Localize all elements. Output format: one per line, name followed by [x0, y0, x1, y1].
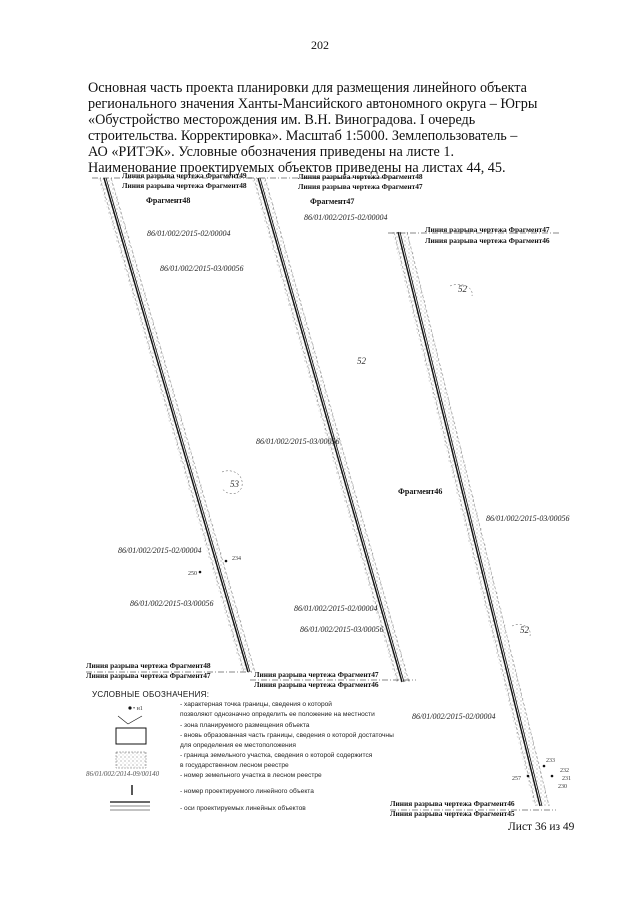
line-axis [257, 177, 403, 683]
parcel-number: 86/01/002/2015-03/00056 [160, 264, 244, 273]
legend-item: - зона планируемого размещения объекта [180, 722, 310, 729]
forest-boundary [110, 177, 256, 673]
forest-block-number: 52 [520, 625, 530, 635]
title-line: Наименование проектируемых объектов прив… [88, 160, 506, 176]
break-line-label: Линия разрыва чертежа Фрагмент46 [254, 680, 379, 689]
legend-item: позволяют однозначно определить ее полож… [180, 711, 375, 718]
legend-item: для определения ее местоположения [180, 742, 296, 749]
point-number: 232 [560, 768, 569, 774]
break-line-label: Линия разрыва чертежа Фрагмент47 [298, 182, 423, 191]
legend-forest-symbol [115, 751, 147, 769]
page-number: 202 [311, 38, 329, 52]
title-line: строительства. Корректировка». Масштаб 1… [88, 128, 518, 144]
legend-zone-symbol [115, 727, 147, 745]
forest-block-number: 52 [357, 356, 367, 366]
parcel-number: 86/01/002/2015-03/00056 [486, 514, 570, 523]
legend-item: - номер проектируемого линейного объекта [180, 788, 314, 795]
parcel-number: 86/01/002/2015-02/00004 [412, 712, 496, 721]
line-axis [105, 177, 251, 673]
fragment-label: Фрагмент46 [398, 487, 442, 496]
line-axis [103, 177, 249, 673]
legend-item: - граница земельного участка, сведения о… [180, 752, 373, 759]
break-line-label: Линия разрыва чертежа Фрагмент48 [86, 661, 211, 670]
legend-item: - вновь образованная часть границы, свед… [180, 732, 394, 739]
boundary-point [542, 764, 546, 768]
break-line-label: Линия разрыва чертежа Фрагмент45 [390, 809, 515, 818]
forest-block-boundary [221, 470, 243, 494]
boundary-point [550, 774, 554, 778]
forest-boundary [393, 231, 537, 807]
forest-boundary [264, 177, 410, 683]
break-line-label: Линия разрыва чертежа Фрагмент48 [298, 172, 423, 181]
parcel-number: 86/01/002/2015-03/00056 [256, 437, 340, 446]
point-number: 257 [512, 776, 521, 782]
point-number: 233 [546, 758, 555, 764]
parcel-number: 86/01/002/2015-03/00056 [130, 599, 214, 608]
boundary-point [198, 570, 202, 574]
break-line-label: Линия разрыва чертежа Фрагмент46 [425, 236, 550, 245]
line-axis [399, 231, 543, 807]
break-line-label: Линия разрыва чертежа Фрагмент47 [254, 670, 379, 679]
forest-boundary [406, 231, 550, 807]
legend-item: в государственном лесном реестре [180, 762, 289, 769]
point-number: 234 [232, 556, 241, 562]
title-line: регионального значения Ханты-Мансийского… [88, 96, 538, 112]
legend-item: - характерная точка границы, сведения о … [180, 701, 332, 708]
fragment-label: Фрагмент48 [146, 196, 190, 205]
legend-item: - оси проектируемых линейных объектов [180, 805, 306, 812]
page-title: Основная часть проекта планировки для ра… [88, 80, 558, 176]
line-axis [259, 177, 405, 683]
break-line-label: Линия разрыва чертежа Фрагмент49 [122, 171, 247, 180]
parcel-number: 86/01/002/2015-02/00004 [294, 604, 378, 613]
fragment-label: Фрагмент47 [310, 197, 354, 206]
forest-block-boundary [511, 624, 531, 637]
legend-parcel-sample: 86/01/002/2014-09/00140 [86, 770, 160, 778]
point-number: 230 [558, 784, 567, 790]
line-axis [397, 231, 541, 807]
forest-boundary [99, 177, 245, 673]
corridor-a [98, 177, 256, 673]
break-line-label: Линия разрыва чертежа Фрагмент47 [86, 671, 211, 680]
parcel-number: 86/01/002/2015-02/00004 [118, 546, 202, 555]
corridor-c [392, 231, 550, 807]
forest-block-number: 52 [458, 284, 468, 294]
legend-point-symbol [128, 706, 132, 710]
parcel-number: 86/01/002/2015-03/00056 [300, 625, 384, 634]
break-line-label: Линия разрыва чертежа Фрагмент46 [390, 799, 515, 808]
sheet-number: Лист 36 из 49 [508, 821, 575, 833]
boundary-point [224, 559, 228, 563]
planned-zone [252, 178, 410, 682]
corridor-b [252, 177, 410, 683]
parcel-number: 86/01/002/2015-02/00004 [304, 213, 388, 222]
forest-boundary [253, 177, 399, 683]
legend-point-label: • н1 [133, 706, 143, 712]
title-line: АО «РИТЭК». Условные обозначения приведе… [88, 144, 455, 160]
legend-symbols: • н1 86/01/002/2014-09/00140 [86, 706, 160, 811]
break-line-label: Линия разрыва чертежа Фрагмент47 [425, 225, 550, 234]
title-line: «Обустройство месторождения им. В.Н. Вин… [88, 112, 476, 128]
legend-line-symbol [117, 715, 129, 725]
legend-line-symbol [127, 715, 143, 725]
point-number: 231 [562, 776, 571, 782]
parcel-number: 86/01/002/2015-02/00004 [147, 229, 231, 238]
legend-item: - номер земельного участка в лесном реес… [180, 772, 322, 779]
break-line-label: Линия разрыва чертежа Фрагмент48 [122, 181, 247, 190]
planned-zone [98, 178, 256, 672]
title-line: Основная часть проекта планировки для ра… [88, 80, 527, 96]
forest-block-number: 53 [230, 479, 240, 489]
legend-header: УСЛОВНЫЕ ОБОЗНАЧЕНИЯ: [92, 690, 210, 699]
boundary-point [526, 774, 530, 778]
point-number: 250 [188, 571, 197, 577]
